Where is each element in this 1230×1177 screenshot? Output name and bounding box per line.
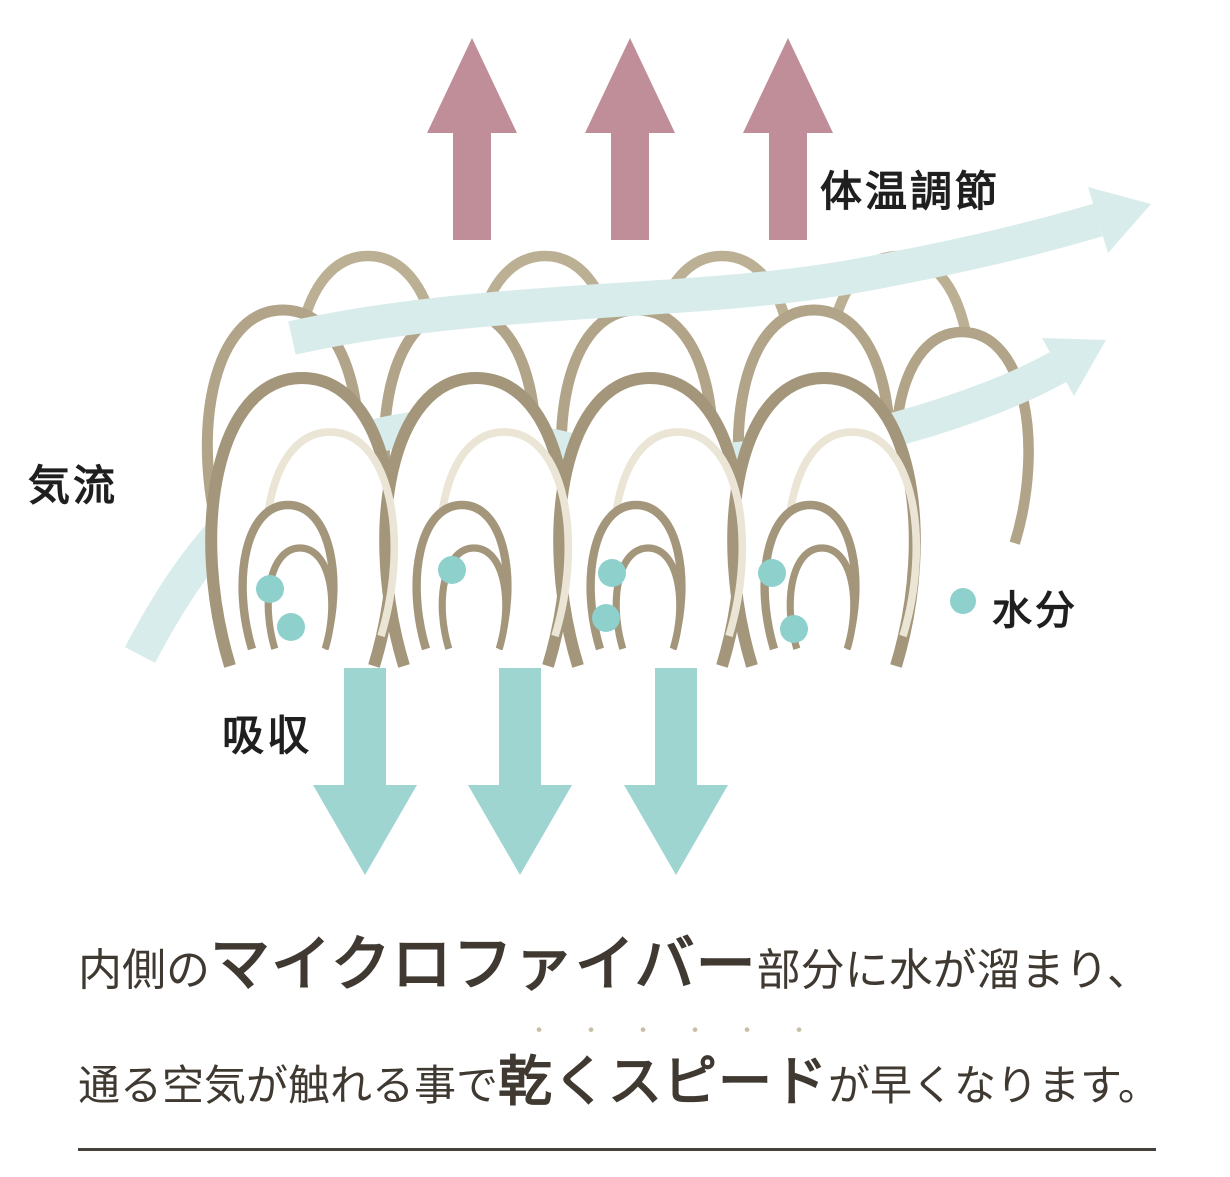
bottom-divider — [78, 1148, 1156, 1151]
caption-line-1: 内側のマイクロファイバー部分に水が溜まり、 — [78, 916, 1158, 1003]
up-arrow-icon — [585, 38, 675, 240]
caption-emphasis-text: マイクロファイバー — [210, 932, 757, 998]
moisture-legend-dot-icon — [950, 588, 976, 614]
up-arrow-icon — [427, 38, 517, 240]
caption-line-2: 通る空気が触れる事で・・・・・・乾くスピードが早くなります。 — [78, 1018, 1160, 1116]
caption-emphasized-word: ・・・・・・乾くスピード — [498, 1018, 829, 1116]
airflow-label: 気流 — [28, 462, 119, 509]
caption-text: 内側の — [78, 946, 210, 995]
caption-text: が早くなります。 — [828, 1064, 1160, 1110]
down-arrow-icon — [624, 668, 728, 875]
down-arrow-icon — [313, 668, 417, 875]
up-arrow-icon — [743, 38, 833, 240]
down-arrow-icon — [468, 668, 572, 875]
absorption-down-arrow-icons — [313, 668, 728, 875]
caption-text: 部分に水が溜まり、 — [756, 946, 1151, 995]
moisture-dot-icon — [598, 559, 626, 587]
caption-block: 内側のマイクロファイバー部分に水が溜まり、 通る空気が触れる事で・・・・・・乾く… — [78, 916, 1160, 1116]
microfiber-loop — [616, 548, 680, 649]
moisture-label: 水分 — [992, 589, 1078, 633]
moisture-dot-icon — [277, 613, 305, 641]
caption-emphasis-text: 乾くスピード — [498, 1052, 829, 1112]
absorption-label: 吸収 — [222, 712, 313, 759]
moisture-dots — [256, 556, 976, 643]
caption-text: 通る空気が触れる事で — [78, 1064, 499, 1110]
moisture-dot-icon — [438, 556, 466, 584]
moisture-dot-icon — [592, 604, 620, 632]
emphasis-dots: ・・・・・・ — [528, 1018, 841, 1043]
temperature-label: 体温調節 — [820, 168, 1001, 215]
airflow-curve — [288, 203, 1103, 355]
airflow-arrowhead-icon — [1088, 187, 1151, 253]
temperature-up-arrow-icons — [427, 38, 833, 240]
airflow-arrowhead-icon — [1042, 338, 1106, 396]
moisture-dot-icon — [256, 575, 284, 603]
moisture-dot-icon — [758, 559, 786, 587]
moisture-dot-icon — [780, 615, 808, 643]
